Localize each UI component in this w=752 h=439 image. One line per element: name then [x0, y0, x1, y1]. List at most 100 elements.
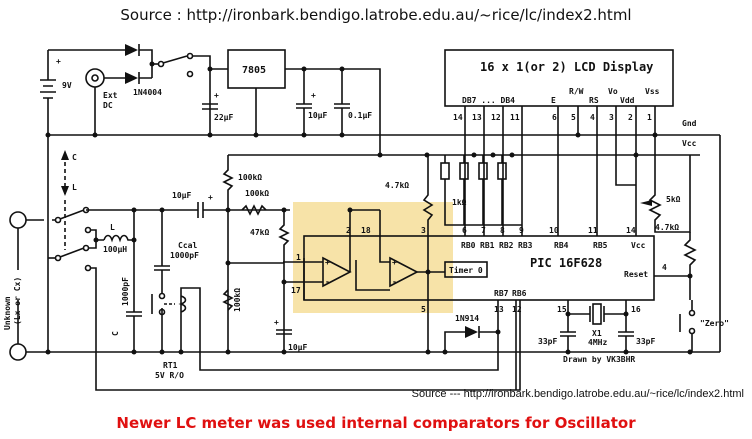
lcd-pin-num: 4 — [590, 113, 595, 122]
lcd-pin-rs: RS — [589, 96, 599, 105]
cap-10a-plus: + — [311, 91, 316, 100]
pic-pin-num: 9 — [519, 226, 524, 235]
inductor-l-label: L — [110, 223, 115, 232]
source-footer: Source --- http://ironbark.bendigo.latro… — [411, 388, 744, 400]
svg-text:+: + — [325, 258, 330, 267]
lcd-pin-num: 14 — [453, 113, 463, 122]
lcd-pin-num: 5 — [571, 113, 576, 122]
pic-pin-top: RB0 — [461, 241, 476, 250]
pic-pin-top: RB3 — [518, 241, 533, 250]
battery-plus: + — [56, 57, 61, 66]
source-title: Source : http://ironbark.bendigo.latrobe… — [120, 6, 632, 24]
diode-1n914 — [465, 326, 478, 338]
pic-pin-top: RB5 — [593, 241, 608, 250]
res-1k-label: 1kΩ — [452, 198, 467, 207]
lcd-pin-num: 3 — [609, 113, 614, 122]
crystal-x1 — [592, 303, 602, 325]
cap-c-label: C — [111, 331, 120, 336]
pic-16f628: PIC 16F628 Timer 0 RB0 RB1 RB2 RB3 RB4 R… — [303, 226, 693, 314]
pic-pin-top: Vcc — [631, 241, 646, 250]
res-4k7-b-label: 4.7kΩ — [655, 223, 679, 232]
diode-1n4004-a — [125, 44, 138, 56]
cap-01-label: 0.1µF — [348, 111, 372, 120]
diode1-label: 1N4004 — [133, 88, 162, 97]
unknown-label: Unknown — [3, 296, 12, 330]
rb-jumpers: 1kΩ — [440, 155, 522, 226]
pic-pin-top: RB4 — [554, 241, 569, 250]
pot-5k — [648, 155, 691, 233]
cap-33a-label: 33pF — [538, 337, 557, 346]
gnd-label: Gnd — [682, 119, 697, 128]
comp-pin: 1 — [296, 253, 301, 262]
diode2-label: 1N914 — [455, 314, 479, 323]
ccal-label: Ccal — [178, 241, 197, 250]
comp-pin: 17 — [291, 286, 301, 295]
lcd-pin-e: E — [551, 96, 556, 105]
pic-pin-num: 16 — [631, 305, 641, 314]
comp-pin: 3 — [421, 226, 426, 235]
res-4k7-a-label: 4.7kΩ — [385, 181, 409, 190]
svg-text:+: + — [392, 258, 397, 267]
unknown-terminal-top[interactable] — [9, 211, 27, 229]
cap-10b-plus: + — [208, 193, 213, 202]
switch-l-label: L — [72, 183, 77, 192]
pic-pin-top: RB2 — [499, 241, 514, 250]
switch-c-label: C — [72, 153, 77, 162]
lcd-title: 16 x 1(or 2) LCD Display — [480, 60, 653, 74]
cap-c-val-label: 1000pF — [121, 277, 130, 306]
cap-10a-label: 10µF — [308, 111, 327, 120]
lcd-display: 16 x 1(or 2) LCD Display DB7 ... DB4 E R… — [444, 49, 674, 236]
power-section: + 9V Ext DC 1N4004 + 22µF 7805 + 10µF 0. — [40, 44, 381, 155]
inductor-val-label: 100µH — [103, 245, 127, 254]
pic-pin-num: 11 — [588, 226, 598, 235]
cap-22-label: 22µF — [214, 113, 233, 122]
comparator-highlight — [293, 202, 453, 313]
res-100k-b-label: 100kΩ — [245, 189, 269, 198]
cap-33b-label: 33pF — [636, 337, 655, 346]
zero-label: "Zero" — [700, 319, 729, 328]
pic-pin-num: 8 — [500, 226, 505, 235]
drawn-by-credit: Drawn by VK3BHR — [563, 355, 635, 364]
ext-dc-jack — [85, 68, 105, 88]
timer0-label: Timer 0 — [449, 265, 483, 275]
lcd-pin-vdd: Vdd — [620, 96, 635, 105]
lcd-pin-num: 2 — [628, 113, 633, 122]
lcd-pin-vss: Vss — [645, 87, 660, 96]
pot-5k-label: 5kΩ — [666, 195, 681, 204]
lcd-pin-num: 12 — [491, 113, 501, 122]
pic-pin-num: 6 — [462, 226, 467, 235]
pic-pin-num: 12 — [512, 305, 522, 314]
cap-22-plus: + — [214, 91, 219, 100]
pic-pin-bottom: RB7 — [494, 289, 509, 298]
res-100k-a-label: 100kΩ — [238, 173, 262, 182]
oscillator-front-end: C L L 100µH C 1000pF Ccal 1000pF — [3, 135, 521, 391]
pic-pin-num: 7 — [481, 226, 486, 235]
pic-pin-num: 13 — [494, 305, 504, 314]
ext-label: Ext — [103, 91, 118, 100]
reset-label: Reset — [624, 270, 648, 279]
pic-pin-top: RB1 — [480, 241, 495, 250]
svg-text:-: - — [392, 277, 397, 286]
relay-type-label: 5V R/O — [155, 371, 184, 380]
svg-text:-: - — [325, 277, 330, 286]
res-100k-c-label: 100kΩ — [233, 288, 242, 312]
lcd-pin-num: 1 — [647, 113, 652, 122]
vcc-label: Vcc — [682, 139, 697, 148]
comp-pin: 18 — [361, 226, 371, 235]
internal-comparators: +- +- 1 2 18 3 17 5 4.7kΩ — [283, 155, 445, 314]
dc-label: DC — [103, 101, 113, 110]
relay-label: RT1 — [163, 361, 178, 370]
ccal-val-label: 1000pF — [170, 251, 199, 260]
unknown-terminal-bottom[interactable] — [9, 343, 27, 361]
cap-10b-label: 10µF — [172, 191, 191, 200]
relay-rt1 — [178, 287, 201, 352]
crystal-freq-label: 4MHz — [588, 338, 607, 347]
comp-pin: 2 — [346, 226, 351, 235]
cap-10c-label: 10µF — [288, 343, 307, 352]
pic-pin-bottom: RB6 — [512, 289, 527, 298]
pic-pin-num: 15 — [557, 305, 567, 314]
caption: Newer LC meter was used internal compara… — [116, 414, 636, 432]
lcd-pin-rw: R/W — [569, 87, 584, 96]
pic-pin-num: 10 — [549, 226, 559, 235]
